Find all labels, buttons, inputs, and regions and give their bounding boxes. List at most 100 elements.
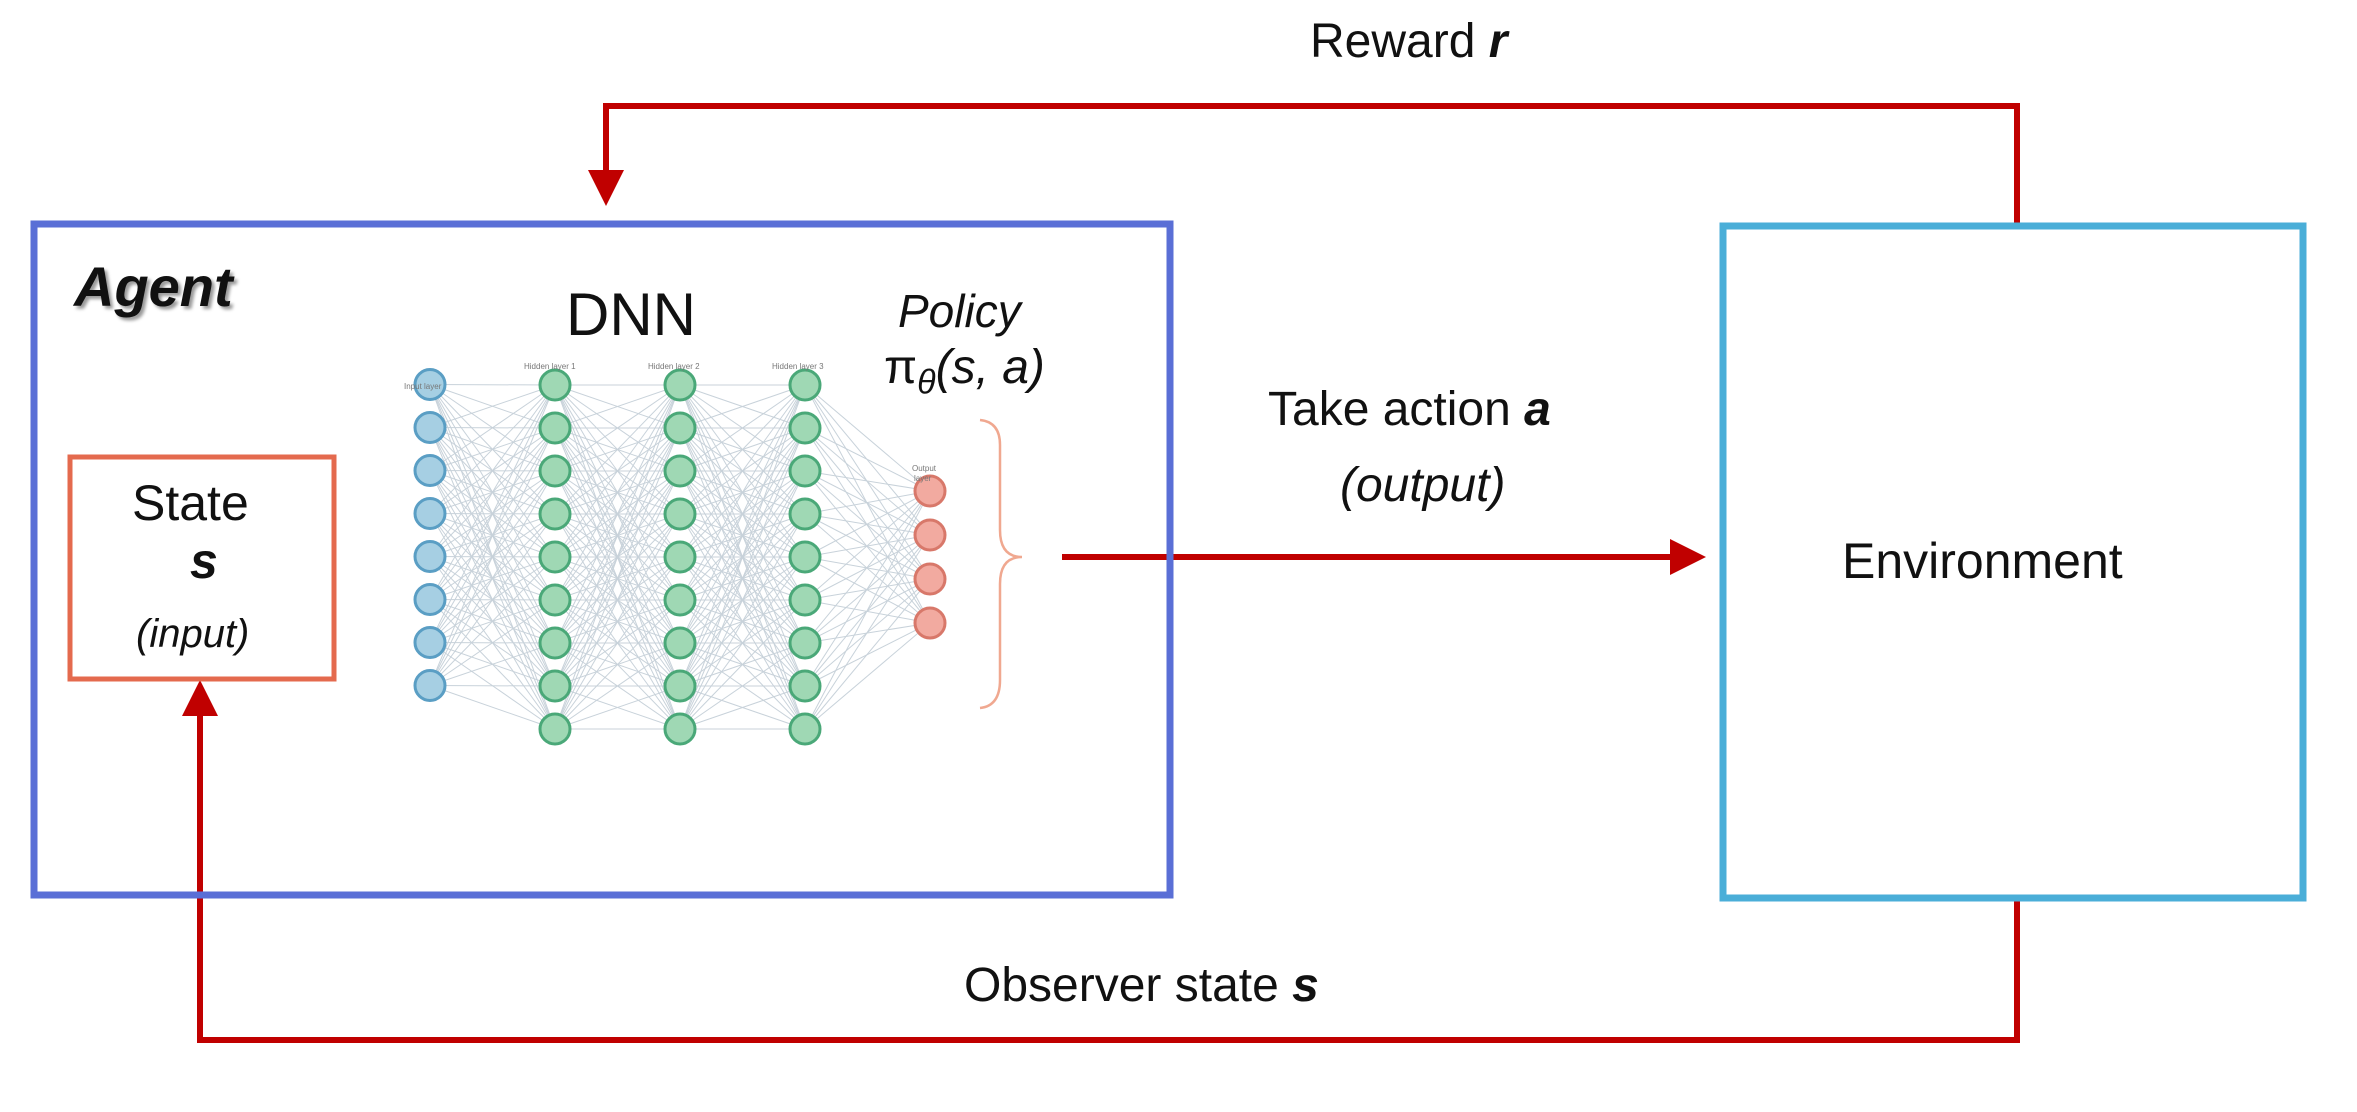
nn-edge (804, 578, 931, 730)
policy-word: Policy (898, 285, 1021, 337)
nn-input-layer-label: Input layer (404, 382, 442, 391)
nn-hidden-node (538, 411, 572, 445)
nn-input-node (413, 497, 447, 530)
nn-hidden-node (538, 583, 572, 617)
nn-hidden-node (538, 626, 572, 660)
nn-edge (679, 384, 806, 558)
nn-edge (554, 685, 681, 730)
nn-edge (429, 470, 556, 686)
nn-edge (804, 470, 931, 492)
policy-symbol: π (884, 341, 918, 394)
nn-edge (429, 642, 556, 686)
nn-edge (679, 384, 806, 687)
observer-var: s (1292, 959, 1319, 1012)
observer-arrow (182, 680, 2020, 1043)
nn-input-node (413, 626, 447, 659)
agent-box (30, 220, 1174, 899)
nn-edge (679, 642, 806, 730)
nn-edge (679, 427, 806, 730)
nn-edge (429, 384, 556, 428)
nn-input-node (413, 411, 447, 444)
nn-hidden-layer-1-label: Hidden layer 1 (524, 362, 576, 371)
nn-edge (554, 384, 681, 429)
nn-nodes (413, 368, 947, 746)
nn-hidden-node (788, 626, 822, 660)
nn-output-node (913, 518, 947, 552)
nn-edge (429, 384, 556, 557)
action-var: a (1524, 383, 1551, 436)
nn-edge (554, 384, 681, 730)
nn-hidden-node (663, 540, 697, 574)
nn-hidden-node (788, 497, 822, 531)
nn-edge (429, 556, 556, 686)
nn-edge (679, 513, 806, 730)
state-note: (input) (136, 612, 250, 656)
nn-hidden-node (788, 583, 822, 617)
nn-edge (429, 384, 556, 471)
nn-hidden-layer-2-label: Hidden layer 2 (648, 362, 700, 371)
nn-edge (804, 427, 931, 492)
nn-edge (804, 490, 931, 601)
nn-edge (554, 384, 681, 515)
nn-hidden-node (538, 669, 572, 703)
state-var: s (190, 533, 218, 589)
nn-edge (679, 384, 806, 515)
nn-input-node (413, 669, 447, 702)
nn-hidden-node (663, 712, 697, 746)
nn-hidden-layer-3-label: Hidden layer 3 (772, 362, 824, 371)
nn-edge (804, 534, 931, 730)
environment-label: Environment (1842, 533, 2123, 589)
nn-input-node (413, 540, 447, 573)
nn-hidden-node (663, 497, 697, 531)
nn-edge (679, 556, 806, 730)
environment-box (1719, 222, 2307, 902)
nn-output-layer-label-2: layer (914, 474, 932, 483)
nn-hidden-node (663, 583, 697, 617)
nn-hidden-node (538, 497, 572, 531)
agent-label: Agent (74, 255, 233, 318)
nn-edge (554, 470, 681, 730)
nn-hidden-node (788, 712, 822, 746)
observer-text: Observer state (964, 959, 1293, 1012)
nn-edge (429, 599, 556, 686)
nn-edge (804, 490, 931, 687)
policy-args: (s, a) (935, 341, 1045, 394)
nn-edge (429, 384, 556, 386)
nn-hidden-node (788, 540, 822, 574)
nn-hidden-node (538, 454, 572, 488)
nn-edge (804, 490, 931, 558)
nn-edge (554, 384, 681, 644)
nn-edge (804, 622, 931, 730)
nn-hidden-node (538, 712, 572, 746)
dnn-title: DNN (566, 281, 696, 348)
nn-edge (429, 513, 556, 686)
nn-edge (679, 384, 806, 472)
nn-hidden-node (663, 454, 697, 488)
nn-input-node (413, 368, 447, 401)
nn-edge (429, 384, 556, 600)
nn-edge (554, 384, 681, 601)
nn-edge (554, 642, 681, 730)
nn-edge (804, 490, 931, 515)
nn-hidden-node (788, 454, 822, 488)
nn-edge (429, 685, 556, 730)
nn-output-node (913, 474, 947, 508)
policy-subscript: θ (917, 363, 936, 402)
nn-edge (679, 384, 806, 601)
state-title: State (132, 475, 249, 531)
observer-label: Observer state s (964, 958, 1319, 1013)
nn-edge (679, 384, 806, 730)
nn-edge (429, 384, 556, 514)
action-text: Take action (1268, 383, 1525, 436)
nn-output-layer-label-1: Output (912, 464, 937, 473)
nn-output-node (913, 562, 947, 596)
nn-edge (429, 685, 556, 687)
nn-edge (554, 513, 681, 730)
nn-edge (554, 384, 681, 472)
state-box (67, 454, 337, 682)
reward-arrow (588, 103, 2020, 226)
nn-edge (429, 384, 556, 686)
nn-edge (679, 384, 806, 644)
nn-edge (679, 685, 806, 730)
